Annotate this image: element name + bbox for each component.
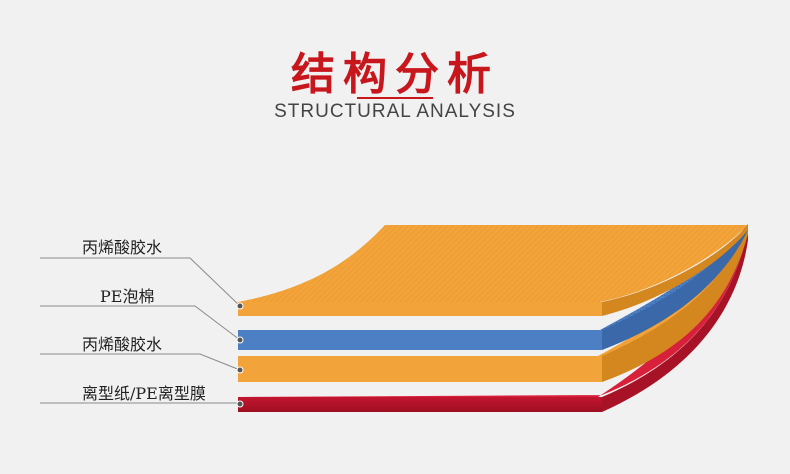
page-subtitle: STRUCTURAL ANALYSIS	[274, 101, 516, 122]
leader-line-3	[40, 353, 241, 371]
layer-acrylic-glue-top	[238, 225, 748, 316]
leader-dot-1	[236, 302, 244, 310]
title-divider	[357, 97, 433, 99]
layer-acrylic-glue-lower	[238, 226, 748, 382]
leader-dot-4	[236, 400, 244, 408]
leader-line-1	[40, 257, 241, 307]
layer-label-pe-foam: PE泡棉	[100, 287, 155, 306]
layer-pe-foam	[238, 224, 748, 350]
leader-dot-2	[236, 336, 244, 344]
layer-label-release-film: 离型纸/PE离型膜	[82, 384, 206, 403]
layer-label-acrylic-glue-lower: 丙烯酸胶水	[82, 335, 163, 354]
layer-label-acrylic-glue-top: 丙烯酸胶水	[82, 238, 163, 257]
leader-line-2	[40, 305, 241, 341]
layer-release-film	[238, 228, 748, 412]
leader-lines	[40, 257, 241, 404]
page-title: 结构分析	[291, 49, 499, 100]
leader-dots	[236, 302, 244, 408]
leader-dot-3	[236, 366, 244, 374]
